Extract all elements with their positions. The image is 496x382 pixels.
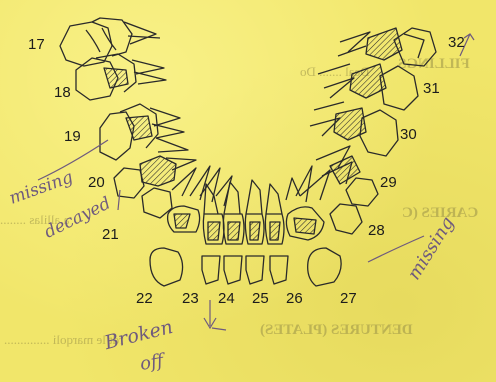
label-23: 23 [182,290,199,307]
tooth-27 [308,248,341,286]
label-28: 28 [368,222,385,239]
decayed-pointer [118,190,120,210]
tooth-26 [270,256,288,284]
label-26: 26 [286,290,303,307]
tooth-22 [150,248,183,286]
upper-anterior-left [168,166,232,232]
label-30: 30 [400,126,417,143]
upper-anterior-right [286,166,324,240]
label-20: 20 [88,174,105,191]
label-17: 17 [28,36,45,53]
tooth-18 [76,54,166,100]
tooth-24 [224,256,242,284]
label-18: 18 [54,84,71,101]
tooth-25 [246,256,264,284]
tooth-32 [338,28,436,66]
label-21: 21 [102,226,119,243]
tooth-29 [316,146,378,206]
label-27: 27 [340,290,357,307]
label-19: 19 [64,128,81,145]
label-24: 24 [218,290,235,307]
label-31: 31 [423,80,440,97]
label-29: 29 [380,174,397,191]
label-22: 22 [136,290,153,307]
annotation-off: off [138,350,165,375]
label-25: 25 [252,290,269,307]
tooth-30 [310,102,398,156]
label-32: 32 [448,34,465,51]
tooth-31 [318,64,418,110]
tooth-19 [100,104,188,160]
tooth-23 [202,256,220,284]
tooth-17 [60,18,160,66]
